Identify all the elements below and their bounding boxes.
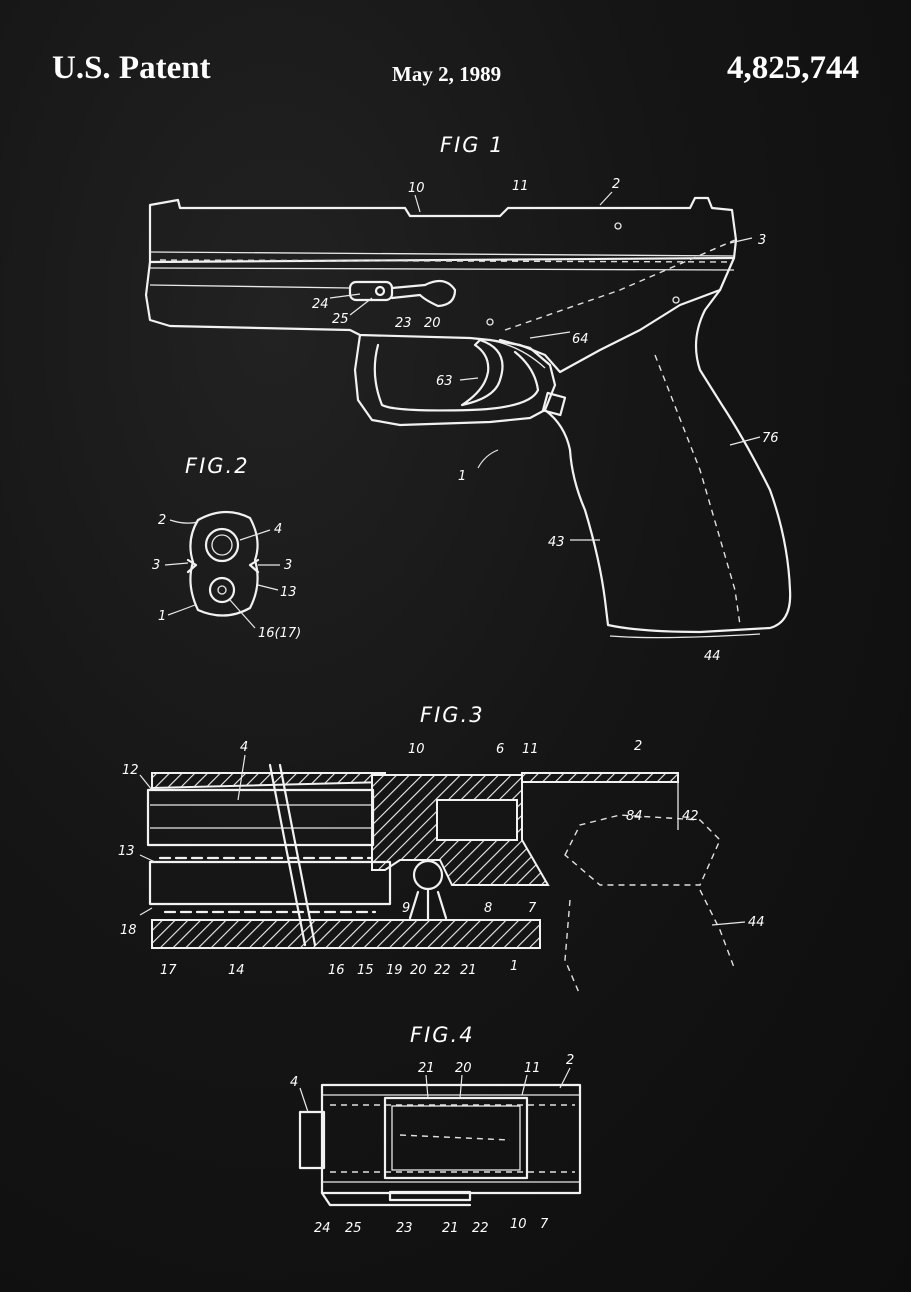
fig4-label: 22 bbox=[472, 1221, 489, 1236]
fig3-barrel-lower bbox=[148, 860, 392, 906]
fig2-outline bbox=[189, 510, 259, 617]
fig1-label: 1 bbox=[458, 469, 466, 484]
fig4-label: 21 bbox=[442, 1221, 459, 1236]
fig1-frame bbox=[144, 256, 736, 374]
fig2-label: 13 bbox=[280, 585, 297, 600]
fig1-drawing: FIG 1 bbox=[144, 133, 792, 639]
fig4-label: 25 bbox=[345, 1221, 362, 1236]
fig4-label: 20 bbox=[455, 1061, 472, 1076]
fig3-label: 14 bbox=[228, 963, 245, 978]
fig4-breech bbox=[383, 1096, 529, 1180]
fig4-label: 24 bbox=[314, 1221, 331, 1236]
fig3-label: 20 bbox=[410, 963, 427, 978]
fig1-label: 76 bbox=[762, 431, 779, 446]
fig1-label: 63 bbox=[436, 374, 453, 389]
fig3-label: 16 bbox=[328, 963, 345, 978]
fig2-label: 1 bbox=[158, 609, 166, 624]
fig3-drawing: FIG.3 bbox=[139, 703, 746, 996]
fig1-label: 44 bbox=[704, 649, 721, 664]
fig3-label: 6 bbox=[496, 742, 504, 757]
fig3-label: 12 bbox=[122, 763, 139, 778]
fig2-label: 4 bbox=[274, 522, 282, 537]
fig3-label: 15 bbox=[357, 963, 374, 978]
fig1-label: 23 bbox=[395, 316, 412, 331]
fig1-label: 2 bbox=[612, 177, 620, 192]
fig3-label: 18 bbox=[120, 923, 137, 938]
fig4-label: 23 bbox=[396, 1221, 413, 1236]
patent-heading: U.S. Patent bbox=[52, 50, 211, 86]
fig3-label: 44 bbox=[748, 915, 765, 930]
fig1-labels: 10 11 2 3 24 25 23 20 64 63 76 1 43 44 bbox=[312, 177, 779, 664]
fig3-label: 4 bbox=[240, 740, 248, 755]
fig3-label: 8 bbox=[484, 901, 492, 916]
fig4-label: 7 bbox=[540, 1217, 549, 1232]
fig3-barrel-upper bbox=[146, 788, 375, 847]
fig3-title: FIG.3 bbox=[420, 703, 485, 727]
fig4-slide-outline bbox=[320, 1083, 582, 1195]
fig1-label: 3 bbox=[758, 233, 766, 248]
fig3-label: 17 bbox=[160, 963, 177, 978]
fig1-slide bbox=[148, 196, 738, 264]
fig1-grip bbox=[543, 288, 792, 634]
fig1-label: 10 bbox=[408, 181, 425, 196]
fig1-trigger-guard bbox=[353, 333, 557, 427]
fig3-label: 21 bbox=[460, 963, 477, 978]
fig2-title: FIG.2 bbox=[185, 454, 250, 478]
fig4-label: 4 bbox=[290, 1075, 298, 1090]
fig4-drawing: FIG.4 bbox=[298, 1023, 582, 1207]
fig1-title: FIG 1 bbox=[440, 133, 505, 157]
fig3-label: 19 bbox=[386, 963, 403, 978]
fig1-label: 64 bbox=[572, 332, 589, 347]
fig4-label: 10 bbox=[510, 1217, 527, 1232]
fig1-label: 25 bbox=[332, 312, 349, 327]
fig3-label: 13 bbox=[118, 844, 135, 859]
fig3-label: 10 bbox=[408, 742, 425, 757]
patent-date: May 2, 1989 bbox=[392, 62, 502, 86]
fig4-title: FIG.4 bbox=[410, 1023, 475, 1047]
fig3-label: 1 bbox=[510, 959, 518, 974]
fig2-label: 16(17) bbox=[258, 626, 301, 641]
fig2-label: 3 bbox=[284, 558, 292, 573]
fig4-label: 2 bbox=[566, 1053, 574, 1068]
fig2-label: 2 bbox=[158, 513, 166, 528]
fig4-labels: 21 20 11 2 4 24 25 23 21 22 10 7 bbox=[290, 1053, 574, 1236]
fig3-label: 9 bbox=[402, 901, 410, 916]
fig2-label: 3 bbox=[152, 558, 160, 573]
fig3-label: 84 bbox=[626, 809, 643, 824]
fig3-label: 2 bbox=[634, 739, 642, 754]
fig1-trigger bbox=[460, 338, 504, 407]
fig3-label: 22 bbox=[434, 963, 451, 978]
fig1-label: 43 bbox=[548, 535, 565, 550]
fig1-label: 24 bbox=[312, 297, 329, 312]
fig3-labels: 12 4 10 6 11 2 84 42 13 9 8 7 44 18 17 1… bbox=[118, 739, 765, 978]
fig3-label: 42 bbox=[682, 809, 699, 824]
fig1-label: 20 bbox=[424, 316, 441, 331]
fig3-label: 11 bbox=[522, 742, 539, 757]
patent-number: 4,825,744 bbox=[727, 50, 859, 86]
fig2-drawing: FIG.2 bbox=[164, 454, 280, 629]
fig4-label: 11 bbox=[524, 1061, 541, 1076]
fig4-label: 21 bbox=[418, 1061, 435, 1076]
fig2-labels: 2 4 3 3 13 1 16(17) bbox=[152, 513, 301, 641]
fig1-label: 11 bbox=[512, 179, 529, 194]
fig3-label: 7 bbox=[528, 901, 537, 916]
